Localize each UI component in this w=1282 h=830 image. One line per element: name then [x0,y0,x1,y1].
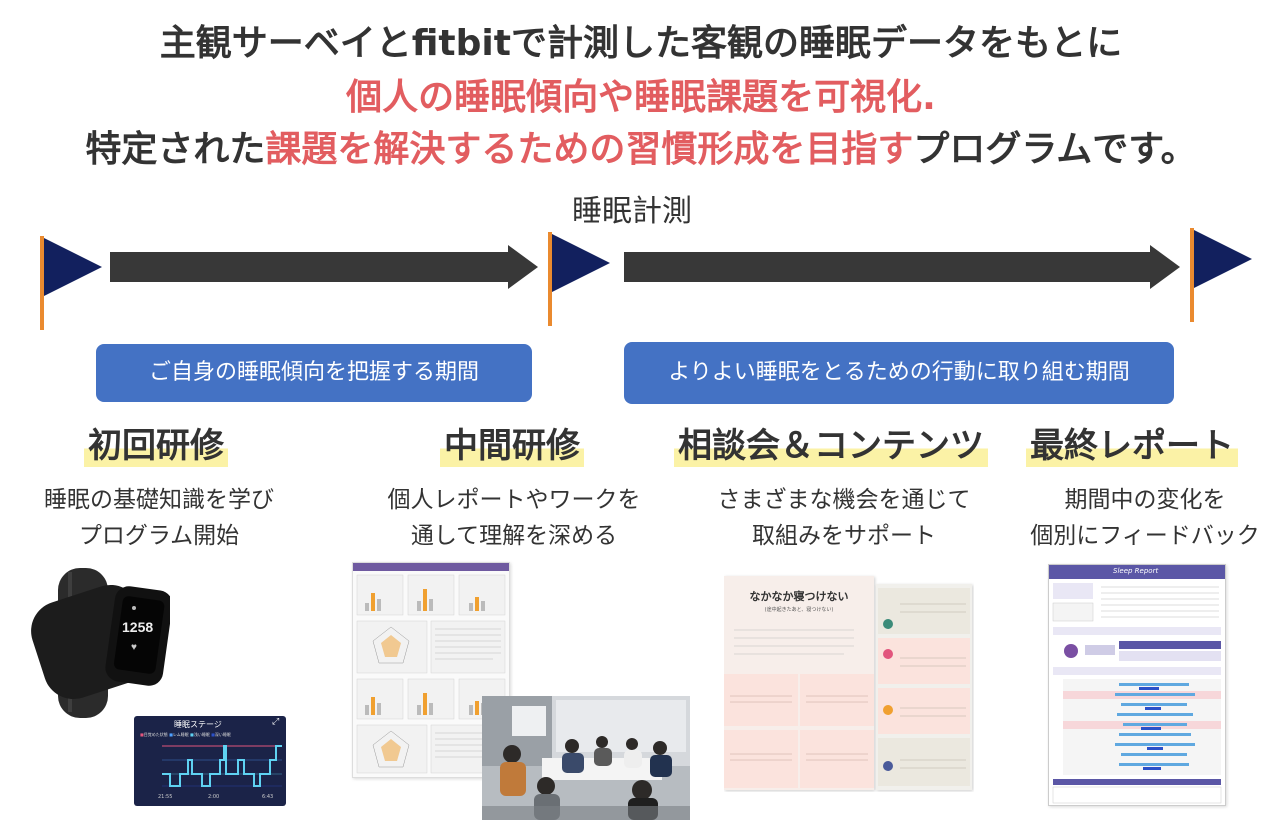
stage-desc-consultation: さまざまな機会を通じて取組みをサポート [717,487,971,549]
stage-title-consultation-content: 相談会＆コンテンツ [674,418,988,467]
workshop-photo [482,696,690,820]
period-box-1: ご自身の睡眠傾向を把握する期間 [96,344,532,402]
stage-desc-final: 期間中の変化を個別にフィードバック [1030,487,1260,549]
stage-title-initial-training: 初回研修 [84,418,228,467]
headline-line-3: 特定された課題を解決するための習慣形成を目指すプログラムです。 [0,120,1282,172]
headline-line-3-prefix: 特定された [85,129,266,170]
fitbit-tracker-image: 1258 ♥ [30,562,170,722]
personal-report-page-image [352,562,510,778]
measurement-label: 睡眠計測 [572,194,692,229]
stage-desc-mid: 個人レポートやワークを通して理解を深める [387,487,641,549]
headline-line-3-suffix: プログラムです。 [913,129,1197,170]
stage-title-final-report: 最終レポート [1026,418,1238,467]
sleep-report-image: Sleep Report [1048,564,1226,806]
sleep-stage-screenshot: 睡眠ステージ ⤢ ■目覚めた状態 ■レム睡眠 ■浅い睡眠 ■深い睡眠 21:55… [134,716,286,806]
svg-text:♥: ♥ [131,642,137,653]
headline-line-1: 主観サーベイとfitbitで計測した客観の睡眠データをもとに [159,23,1123,64]
sleep-content-cards-image: なかなか寝つけない (途中起きたあと、寝つけない) [724,574,974,792]
stage-title-mid-training: 中間研修 [440,418,584,467]
headline-line-2: 個人の睡眠傾向や睡眠課題を可視化. [346,77,936,118]
headline-line-3-highlight: 課題を解決するための習慣形成を目指す [265,129,914,170]
stage-desc-initial: 睡眠の基礎知識を学びプログラム開始 [44,487,274,549]
svg-text:1258: 1258 [122,619,153,635]
period-box-2: よりよい睡眠をとるための行動に取り組む期間 [624,342,1174,404]
